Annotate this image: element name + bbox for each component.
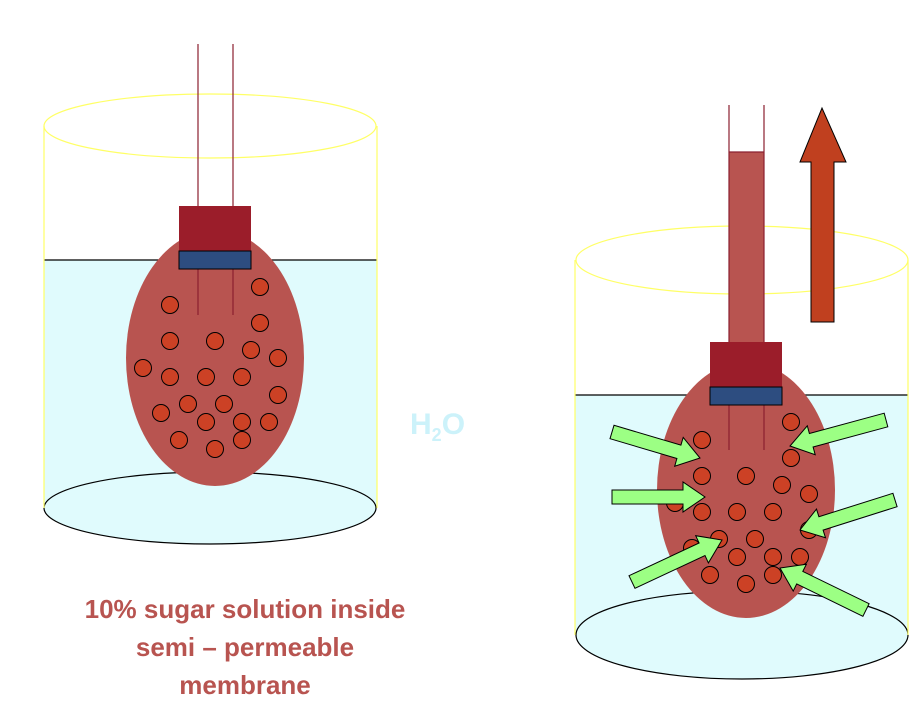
right-sugar-molecule [764,503,782,521]
left-sugar-molecule [215,395,233,413]
right-sugar-molecule [746,530,764,548]
left-sugar-molecule [260,413,278,431]
left-sugar-molecule [197,368,215,386]
right-sugar-molecule [728,503,746,521]
inflow-arrow-icon [779,563,870,617]
left-sugar-molecule [134,359,152,377]
left-sugar-molecule [161,332,179,350]
left-molecules [134,278,287,458]
left-sugar-molecule [233,413,251,431]
right-sugar-molecule [701,566,719,584]
left-beaker [43,44,378,545]
right-sugar-molecule [782,449,800,467]
right-sugar-molecule [800,485,818,503]
left-stopper [179,206,251,251]
left-sugar-molecule [269,386,287,404]
inflow-arrow-icon [799,492,898,539]
caption-line-1: 10% sugar solution inside [84,594,406,624]
inflow-arrows [609,412,898,617]
right-stopper [710,342,782,387]
left-sugar-molecule [233,431,251,449]
left-sugar-molecule [170,431,188,449]
left-sugar-molecule [161,296,179,314]
inflow-arrow-icon [611,481,706,513]
left-membrane-band [178,250,252,270]
water-label-o: O [441,408,466,441]
left-sugar-molecule [161,368,179,386]
left-sugar-molecule [197,413,215,431]
left-sugar-molecule [179,395,197,413]
right-sugar-molecule [773,476,791,494]
right-sugar-molecule [764,566,782,584]
right-sugar-molecule [782,413,800,431]
left-sugar-molecule [233,368,251,386]
inflow-arrow-icon [789,412,889,456]
left-sugar-molecule [251,314,269,332]
right-sugar-molecule [693,467,711,485]
right-beaker [574,105,909,680]
right-membrane-band [709,386,783,406]
left-sugar-molecule [206,332,224,350]
caption-line-3: membrane [179,670,311,700]
up-arrow-icon [799,106,847,323]
right-sugar-molecule [791,548,809,566]
right-sugar-molecule [764,548,782,566]
left-sugar-molecule [251,278,269,296]
right-tube-fill [729,152,764,342]
left-sugar-molecule [269,349,287,367]
right-sugar-molecule [737,467,755,485]
left-sugar-molecule [206,440,224,458]
left-sugar-molecule [242,341,260,359]
right-sugar-molecule [693,503,711,521]
left-sugar-molecule [152,404,170,422]
water-label: H2O [410,408,465,446]
right-sugar-molecule [737,575,755,593]
inflow-arrow-icon [609,424,701,467]
water-label-subscript: 2 [431,425,442,445]
right-sugar-molecule [693,431,711,449]
caption-line-2: semi – permeable [135,632,355,662]
right-sugar-molecule [728,548,746,566]
water-label-h: H [410,408,432,441]
left-beaker-rim [43,93,377,159]
inflow-arrow-icon [628,535,723,589]
caption: 10% sugar solution inside semi – permeab… [20,590,470,704]
